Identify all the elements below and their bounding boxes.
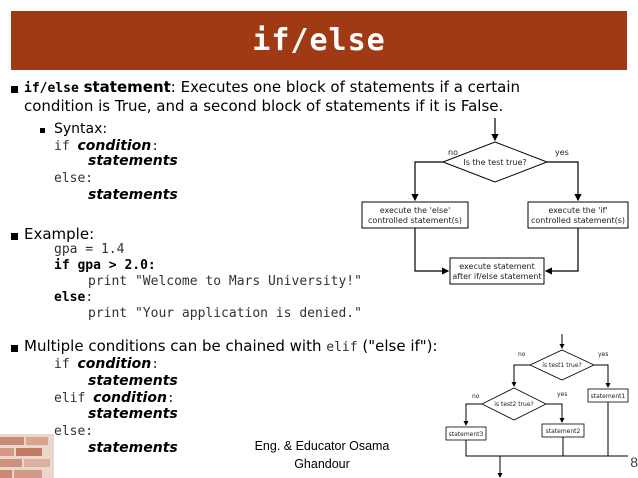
multiple-text-2: ("else if"): xyxy=(362,337,438,355)
decision1-text: is test1 true? xyxy=(542,362,581,369)
multiple-colon-2: : xyxy=(166,391,175,406)
decision2-text: is test2 true? xyxy=(494,401,533,408)
decision1-diamond xyxy=(529,349,595,381)
syntax-colon: : xyxy=(151,139,160,154)
no1-label: no xyxy=(518,351,526,358)
decision-diamond xyxy=(441,141,549,183)
example-else-keyword: else xyxy=(54,290,86,305)
multiple-colon-1: : xyxy=(151,357,160,372)
no-label: no xyxy=(448,148,458,157)
if-box-line-1: execute the 'if' xyxy=(548,206,607,215)
yes-label: yes xyxy=(555,148,569,157)
example-line-5: print "Your application is denied." xyxy=(88,306,362,321)
syntax-line-1: if condition: xyxy=(54,138,159,155)
intro-line1-rest: : Executes one block of statements if a … xyxy=(170,78,521,96)
multiple-line-6: statements xyxy=(88,440,178,456)
multiple-elif-keyword: elif xyxy=(54,391,86,406)
multiple-if-keyword: if xyxy=(54,357,70,372)
syntax-label: Syntax: xyxy=(54,121,108,137)
flowchart-if-else: Is the test true? no yes execute the 'el… xyxy=(361,118,629,285)
else-box xyxy=(361,201,469,229)
syntax-condition: condition xyxy=(77,138,152,154)
syntax-line-4: statements xyxy=(88,187,178,203)
bullet-intro xyxy=(11,86,18,93)
intro-code-term: if/else xyxy=(24,81,79,96)
footer-author: Eng. & Educator Osama Ghandour xyxy=(247,437,397,473)
multiple-line: Multiple conditions can be chained with … xyxy=(24,337,438,357)
example-line-1: gpa = 1.4 xyxy=(54,242,125,257)
multiple-line-2: statements xyxy=(88,373,178,389)
decision2-diamond xyxy=(481,387,547,421)
intro-term: statement xyxy=(83,78,171,96)
slide-title: if/else xyxy=(252,23,386,58)
else-box-line-1: execute the 'else' xyxy=(380,206,451,215)
else-box-line-2: controlled statement(s) xyxy=(368,216,462,225)
bullet-example xyxy=(11,233,18,240)
statement1-text: statement1 xyxy=(591,393,626,400)
if-box-line-2: controlled statement(s) xyxy=(531,216,625,225)
page-number: 8 xyxy=(630,454,638,470)
syntax-if-keyword: if xyxy=(54,139,70,154)
multiple-condition-1: condition xyxy=(77,356,152,372)
multiple-condition-2: condition xyxy=(93,390,167,406)
bullet-syntax xyxy=(40,128,45,133)
after-box-line-1: execute statement xyxy=(459,262,534,271)
multiple-line-1: if condition: xyxy=(54,356,159,373)
multiple-line-4: statements xyxy=(88,406,178,422)
after-box xyxy=(449,257,545,285)
multiple-line-3: elif condition: xyxy=(54,390,175,407)
yes2-label: yes xyxy=(557,391,567,398)
bullet-multiple xyxy=(11,345,18,352)
intro-line-1: if/else statement: Executes one block of… xyxy=(24,78,520,98)
yes1-label: yes xyxy=(598,351,608,358)
multiple-line-5: else: xyxy=(54,424,94,439)
bricks-decoration-icon xyxy=(0,434,54,478)
multiple-text-1: Multiple conditions can be chained with xyxy=(24,337,322,355)
example-line-4: else: xyxy=(54,289,93,306)
decision-text: Is the test true? xyxy=(463,158,526,167)
title-bar: if/else xyxy=(11,11,627,70)
syntax-line-2: statements xyxy=(88,153,178,169)
multiple-elif-code: elif xyxy=(326,340,358,355)
statement3-text: statement3 xyxy=(449,431,484,438)
example-line-3: print "Welcome to Mars University!" xyxy=(88,274,362,289)
syntax-line-3: else: xyxy=(54,171,94,186)
after-box-line-2: after if/else statement xyxy=(452,272,541,281)
no2-label: no xyxy=(472,393,480,400)
footer-line-2: Ghandour xyxy=(294,457,350,471)
statement2-text: statement2 xyxy=(546,428,581,435)
footer-line-1: Eng. & Educator Osama xyxy=(254,439,390,453)
example-else-colon: : xyxy=(85,290,94,305)
intro-line-2: condition is True, and a second block of… xyxy=(24,97,504,115)
example-label: Example: xyxy=(24,225,95,243)
example-line-2: if gpa > 2.0: xyxy=(54,258,156,273)
flowchart-elif: .t2 { font-family: "DejaVu Sans", "Liber… xyxy=(445,334,629,478)
